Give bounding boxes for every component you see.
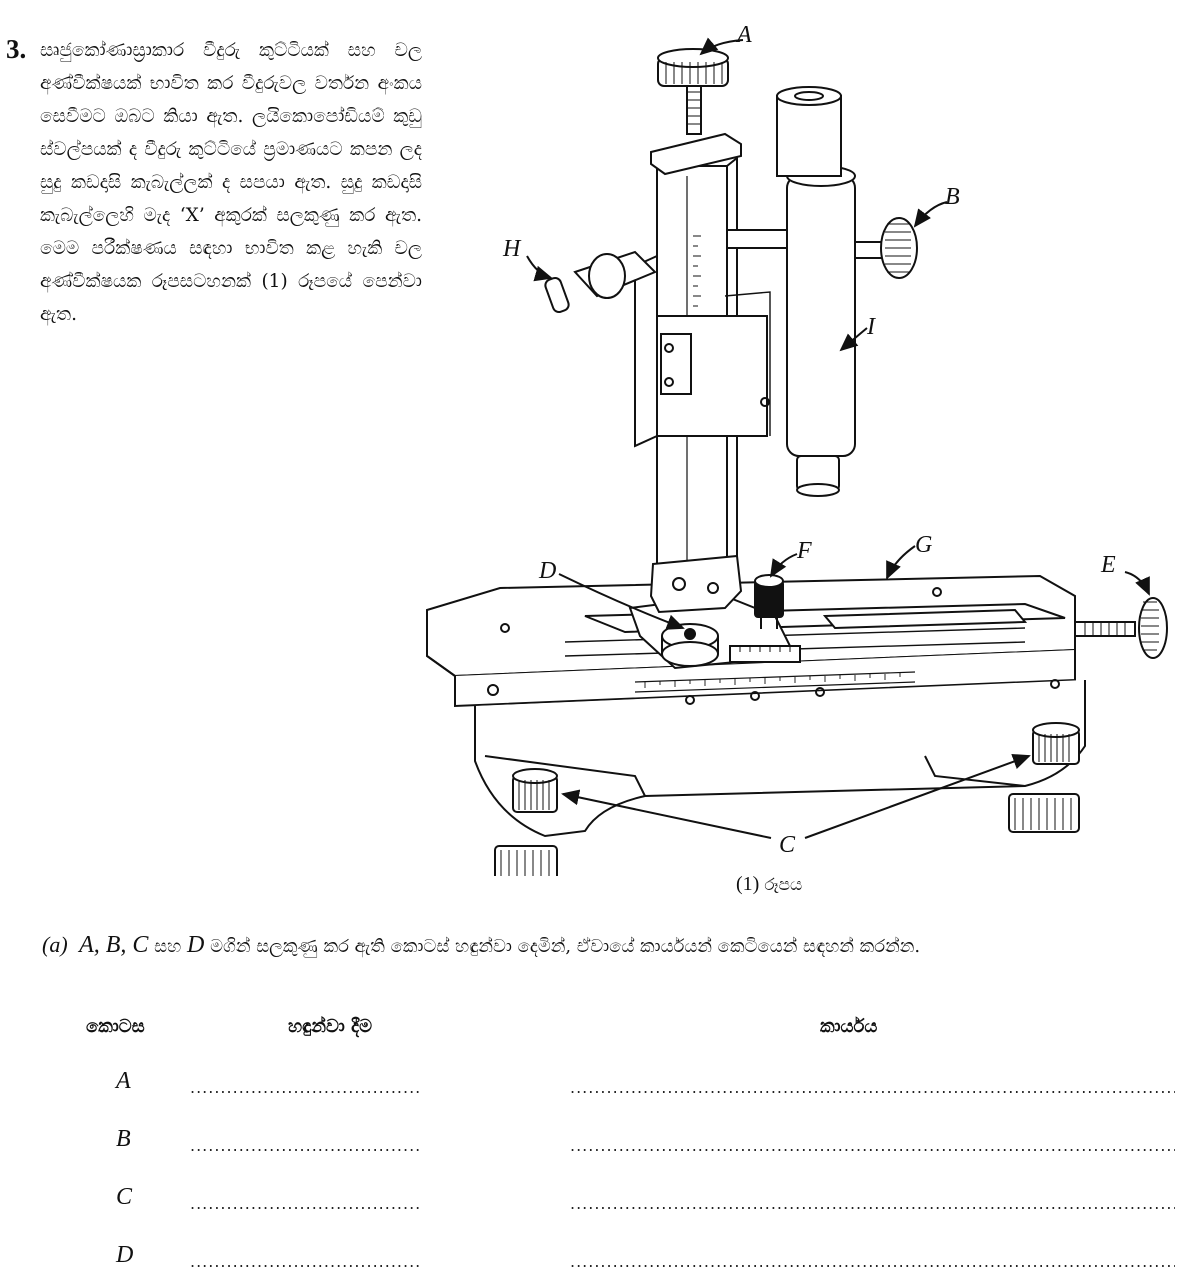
answer-line-D-name[interactable]: ...................................... — [190, 1252, 422, 1271]
levelling-screw-left — [494, 768, 558, 883]
sliding-block — [634, 229, 790, 448]
row-label-D: D — [116, 1242, 134, 1268]
row-label-A: A — [116, 1068, 131, 1094]
part-a-text: මගින් සලකුණු කර ඇති කොටස් හඳුන්වා දෙමින්… — [210, 936, 921, 957]
header-identification: හඳුන්වා දීම — [288, 1016, 373, 1037]
row-label-B: B — [116, 1126, 131, 1152]
svg-text:G: G — [915, 532, 932, 558]
part-a-question: (a) A, B, C සහ D මගින් සලකුණු කර ඇති කොට… — [42, 928, 1182, 964]
travelling-microscope-figure: A B H I D F G E C — [425, 16, 1195, 883]
caption-text: රූපය — [764, 875, 803, 895]
part-a-label: (a) — [42, 932, 68, 957]
base-platform — [426, 574, 1086, 838]
label-C: C — [561, 753, 1031, 858]
label-E: E — [1100, 552, 1150, 596]
label-G: G — [886, 532, 932, 580]
answer-line-B-name[interactable]: ...................................... — [190, 1136, 422, 1155]
label-I: I — [839, 314, 876, 352]
clamp-knob-H — [544, 250, 657, 314]
header-function: කාර්යය — [820, 1016, 878, 1037]
svg-text:F: F — [796, 538, 812, 564]
horizontal-screw-E — [1074, 597, 1168, 659]
svg-text:H: H — [502, 236, 522, 262]
answer-line-C-name[interactable]: ...................................... — [190, 1194, 422, 1213]
answer-line-A-function[interactable]: ........................................… — [570, 1078, 1175, 1097]
answer-line-C-function[interactable]: ........................................… — [570, 1194, 1175, 1213]
svg-text:E: E — [1100, 552, 1116, 578]
figure-caption: (1) රූපය — [736, 873, 802, 896]
label-H: H — [502, 236, 553, 282]
question-number: 3. — [6, 34, 27, 64]
svg-text:I: I — [866, 314, 876, 340]
part-a-letters: A, B, C — [79, 932, 149, 958]
row-label-C: C — [116, 1184, 133, 1210]
answer-line-D-function[interactable]: ........................................… — [570, 1252, 1175, 1271]
svg-text:A: A — [735, 22, 752, 48]
part-a-letter-d: D — [187, 932, 205, 958]
svg-text:B: B — [945, 184, 960, 210]
label-B: B — [913, 184, 960, 228]
caption-number: (1) — [736, 873, 760, 895]
svg-text:C: C — [779, 832, 796, 858]
header-part: කොටස — [86, 1016, 145, 1037]
answer-line-A-name[interactable]: ...................................... — [190, 1078, 422, 1097]
carriage — [628, 574, 801, 670]
part-a-conj: සහ — [154, 936, 182, 957]
answer-line-B-function[interactable]: ........................................… — [570, 1136, 1175, 1155]
microscope-tube-I — [776, 86, 918, 497]
label-D: D — [538, 558, 685, 630]
vertical-screw-A — [657, 48, 729, 135]
question-stem: සෘජුකෝණාස්‍රාකාර වීදුරු කුට්ටියක් සහ චල … — [40, 40, 422, 325]
svg-text:D: D — [538, 558, 556, 584]
label-F: F — [769, 538, 812, 578]
label-A: A — [699, 22, 752, 56]
levelling-screw-right — [1008, 722, 1080, 833]
